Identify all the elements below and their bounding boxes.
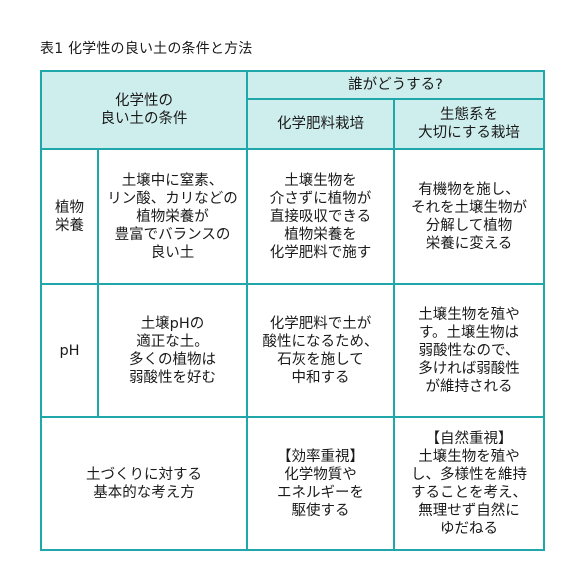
header-who: 誰がどうする?	[248, 72, 543, 98]
grid-line	[42, 148, 543, 150]
row-label-nutrition: 植物 栄養	[55, 199, 84, 234]
grid-line	[42, 416, 543, 418]
row-label-ph: pH	[59, 342, 80, 359]
grid-line	[246, 72, 248, 549]
comparison-table: 化学性の 良い土の条件 誰がどうする? 化学肥料栽培 生態系を 大切にする栽培 …	[40, 70, 545, 551]
grid-line	[42, 283, 543, 285]
grid-line	[393, 98, 395, 549]
header-fertilizer: 化学肥料栽培	[248, 100, 393, 148]
row-nutrition-fertilizer: 土壌生物を 介さずに植物が 直接吸収できる 植物栄養を 化学肥料で施す	[269, 172, 372, 261]
row-label-philosophy: 土づくりに対する 基本的な考え方	[86, 466, 202, 501]
row-philosophy-ecosystem: 【自然重視】 土壌生物を殖や し、多様性を維持 することを考え、 無理せず自然に…	[411, 430, 527, 537]
grid-line	[97, 148, 99, 418]
header-ecosystem: 生態系を 大切にする栽培	[395, 100, 543, 148]
row-ph-condition: 土壌pHの 適正な土。 多くの植物は 弱酸性を好む	[129, 315, 216, 386]
table-caption: 表1 化学性の良い土の条件と方法	[40, 41, 253, 57]
grid-line	[248, 98, 543, 100]
row-ph-ecosystem: 土壌生物を殖や す。土壌生物は 弱酸性なので、 多ければ弱酸性 が維持される	[418, 306, 520, 395]
header-condition: 化学性の 良い土の条件	[42, 72, 246, 148]
row-ph-fertilizer: 化学肥料で土が 酸性になるため、 石灰を施して 中和する	[262, 315, 379, 386]
row-nutrition-condition: 土壌中に窒素、 リン酸、カリなどの 植物栄養が 豊富でバランスの 良い土	[107, 172, 238, 261]
row-philosophy-fertilizer: 【効率重視】 化学物質や エネルギーを 駆使する	[277, 448, 364, 519]
row-nutrition-ecosystem: 有機物を施し、 それを土壌生物が 分解して植物 栄養に変える	[411, 181, 527, 252]
